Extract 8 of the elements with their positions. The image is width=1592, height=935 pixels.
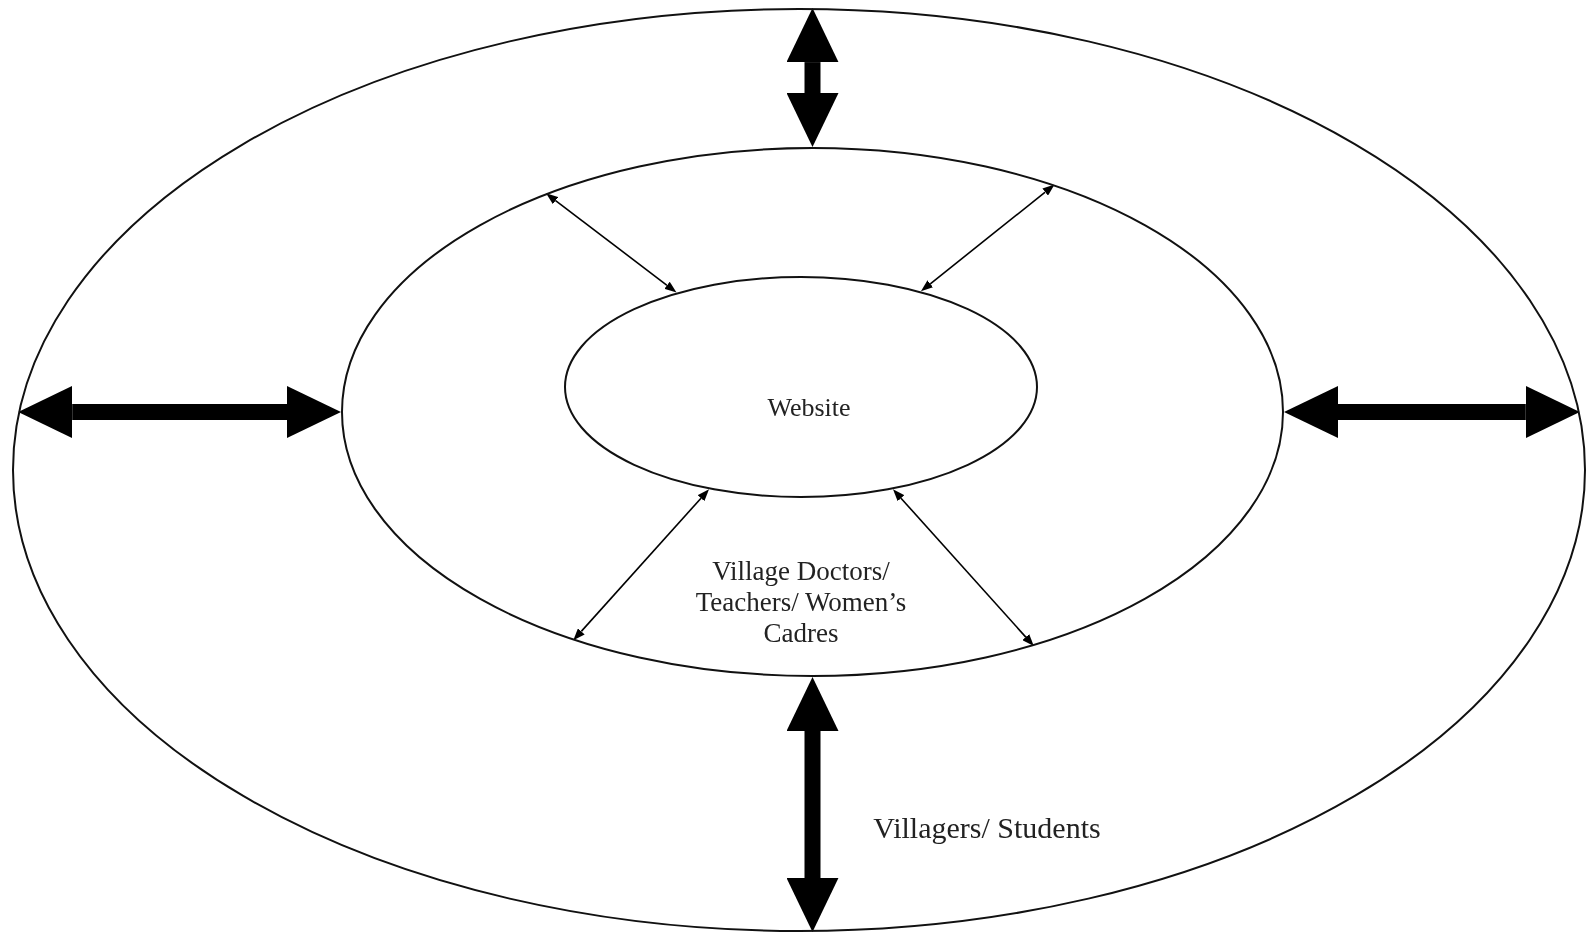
double-arrow [893, 489, 1034, 647]
double-arrow [546, 193, 677, 293]
thick-double-arrow [786, 677, 839, 932]
double-arrow [573, 489, 709, 641]
double-arrow [920, 184, 1055, 292]
thick-double-arrow [1284, 386, 1580, 438]
thick-double-arrow [18, 386, 341, 438]
thick-double-arrow [786, 8, 839, 147]
